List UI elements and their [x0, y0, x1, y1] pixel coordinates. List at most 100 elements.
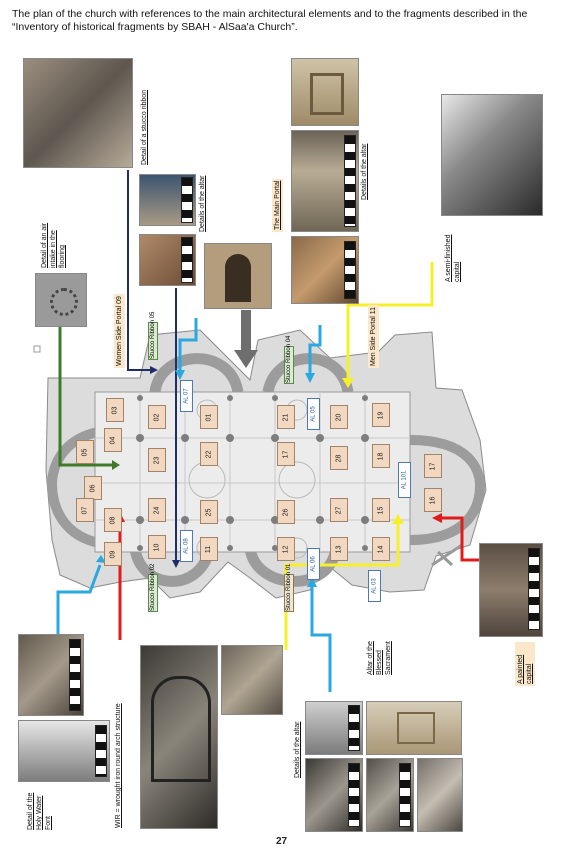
- room-12: 12: [277, 537, 295, 561]
- tag-stucco-ribbon-04-text: Stucco Ribbon 04: [286, 335, 292, 383]
- tag-stucco-ribbon-05: Stucco Ribbon 05: [148, 312, 158, 360]
- room-02: 02: [148, 405, 166, 429]
- room-10: 10: [148, 535, 166, 559]
- photo-altar-capital: [291, 130, 359, 232]
- al-tag-03: AL 03: [368, 570, 381, 602]
- label-blessed-sacrament-text: Altar of the Blessed Sacrament: [367, 641, 392, 675]
- plan-piers: [136, 395, 369, 551]
- label-women-portal-text: Women Side Portal 09: [116, 296, 123, 366]
- label-air-intake-text: Detail of an air intake in the flooring: [41, 222, 66, 268]
- label-holy-water-font: Detail of the Holy Water Font: [26, 784, 53, 830]
- plan-bottom-dome-left: [129, 546, 216, 587]
- room-06: 06: [84, 476, 102, 500]
- photo-altar-relief-3: [417, 758, 463, 832]
- room-21: 21: [277, 405, 295, 429]
- tag-stucco-ribbon-02-text: Stucco Ribbon 02: [150, 563, 156, 611]
- label-altar-bottom: Details of the altar: [293, 722, 302, 778]
- room-04: 04: [104, 428, 122, 452]
- room-27: 27: [330, 498, 348, 522]
- room-20: 20: [330, 405, 348, 429]
- label-painted-capital: A painted capital: [515, 642, 535, 686]
- tag-stucco-ribbon-01-text: Stucco Ribbon 01: [286, 563, 292, 611]
- plan-nave: [94, 391, 411, 553]
- label-semi-finished-capital: A semi-finished capital: [444, 222, 462, 282]
- navy-arrows: [127, 170, 177, 560]
- tag-stucco-ribbon-04: Stucco Ribbon 04: [284, 336, 294, 384]
- label-wir: WIR = wrought iron round arch structure: [114, 703, 123, 828]
- photo-holy-water-font-2: [18, 720, 110, 782]
- plan-right-apse: [409, 435, 486, 545]
- photo-altar-medallion: [305, 701, 363, 755]
- red-arrows: [118, 516, 488, 640]
- room-19: 19: [372, 403, 390, 427]
- room-23: 23: [148, 448, 166, 472]
- label-wir-text: WIR = wrought iron round arch structure: [115, 703, 122, 828]
- room-18: 18: [372, 444, 390, 468]
- room-11: 11: [200, 537, 218, 561]
- al-tag-05: AL 05: [307, 398, 320, 430]
- room-05: 05: [76, 440, 94, 464]
- photo-altar-detail-2: [139, 234, 196, 286]
- photo-holy-water-font-1: [18, 634, 84, 716]
- room-24: 24: [148, 498, 166, 522]
- plan-cross-icon: [431, 543, 463, 567]
- gray-arrow-shaft: [241, 310, 251, 350]
- photo-altar-relief-2: [366, 758, 414, 832]
- label-men-portal: Men Side Portal 11: [368, 304, 379, 368]
- label-altar-bottom-text: Details of the altar: [294, 721, 301, 778]
- gray-arrow-head: [234, 350, 258, 368]
- room-17a: 17: [277, 442, 295, 466]
- label-women-portal: Women Side Portal 09: [114, 294, 125, 368]
- room-03: 03: [106, 398, 124, 422]
- room-13: 13: [330, 537, 348, 561]
- photo-main-portal: [204, 243, 272, 309]
- photo-altar-frame: [366, 701, 462, 755]
- photo-stucco-ribbon: [23, 58, 133, 168]
- photo-altar-carving: [291, 236, 359, 304]
- label-altar-top-left: Details of the altar: [198, 176, 207, 232]
- photo-altar-relief-1: [305, 758, 363, 832]
- room-17: 17: [424, 454, 442, 478]
- label-stucco-ribbon: Detail of a stucco ribbon: [140, 90, 149, 165]
- label-air-intake: Detail of an air intake in the flooring: [40, 220, 67, 268]
- page-number: 27: [275, 836, 288, 847]
- plan-marker: [33, 345, 41, 353]
- room-01: 01: [200, 405, 218, 429]
- room-07: 07: [76, 498, 94, 522]
- label-blessed-sacrament: Altar of the Blessed Sacrament: [366, 625, 393, 675]
- plan-gridlines: [95, 392, 410, 552]
- room-25: 25: [200, 500, 218, 524]
- photo-painted-capital: [479, 543, 543, 637]
- cyan-arrows: [56, 318, 332, 692]
- room-14: 14: [372, 537, 390, 561]
- photo-wir-structure: [140, 645, 218, 829]
- room-22: 22: [200, 442, 218, 466]
- room-09: 09: [104, 542, 122, 566]
- room-15: 15: [372, 498, 390, 522]
- al-tag-08: AL 08: [180, 530, 193, 562]
- tag-stucco-ribbon-05-text: Stucco Ribbon 05: [150, 311, 156, 359]
- plan-top-dome-left: [149, 353, 244, 394]
- page-title: The plan of the church with references t…: [12, 8, 528, 33]
- room-26: 26: [277, 500, 295, 524]
- plan-left-apse: [46, 425, 121, 550]
- label-semi-finished-capital-text: A semi-finished capital: [445, 234, 461, 282]
- photo-altar-top: [291, 58, 359, 126]
- label-painted-capital-text: A painted capital: [517, 654, 533, 684]
- al-tag-101: AL 101: [398, 462, 411, 498]
- photo-altar-detail-1: [139, 174, 196, 226]
- label-stucco-ribbon-text: Detail of a stucco ribbon: [141, 89, 148, 165]
- photo-semi-finished-capital: [441, 94, 543, 216]
- label-main-portal-text: The Main Portal: [274, 180, 281, 230]
- al-tag-06: AL 06: [307, 548, 320, 580]
- photo-air-intake: [35, 273, 87, 327]
- label-altar-top-left-text: Details of the altar: [199, 175, 206, 232]
- label-holy-water-font-text: Detail of the Holy Water Font: [27, 792, 52, 830]
- green-arrow: [58, 320, 112, 467]
- tag-stucco-ribbon-02: Stucco Ribbon 02: [148, 564, 158, 612]
- label-men-portal-text: Men Side Portal 11: [370, 306, 377, 366]
- label-altar-top-right: Details of the altar: [360, 144, 369, 200]
- photo-blessed-sacrament: [221, 645, 283, 715]
- tag-stucco-ribbon-01: Stucco Ribbon 01: [284, 564, 294, 612]
